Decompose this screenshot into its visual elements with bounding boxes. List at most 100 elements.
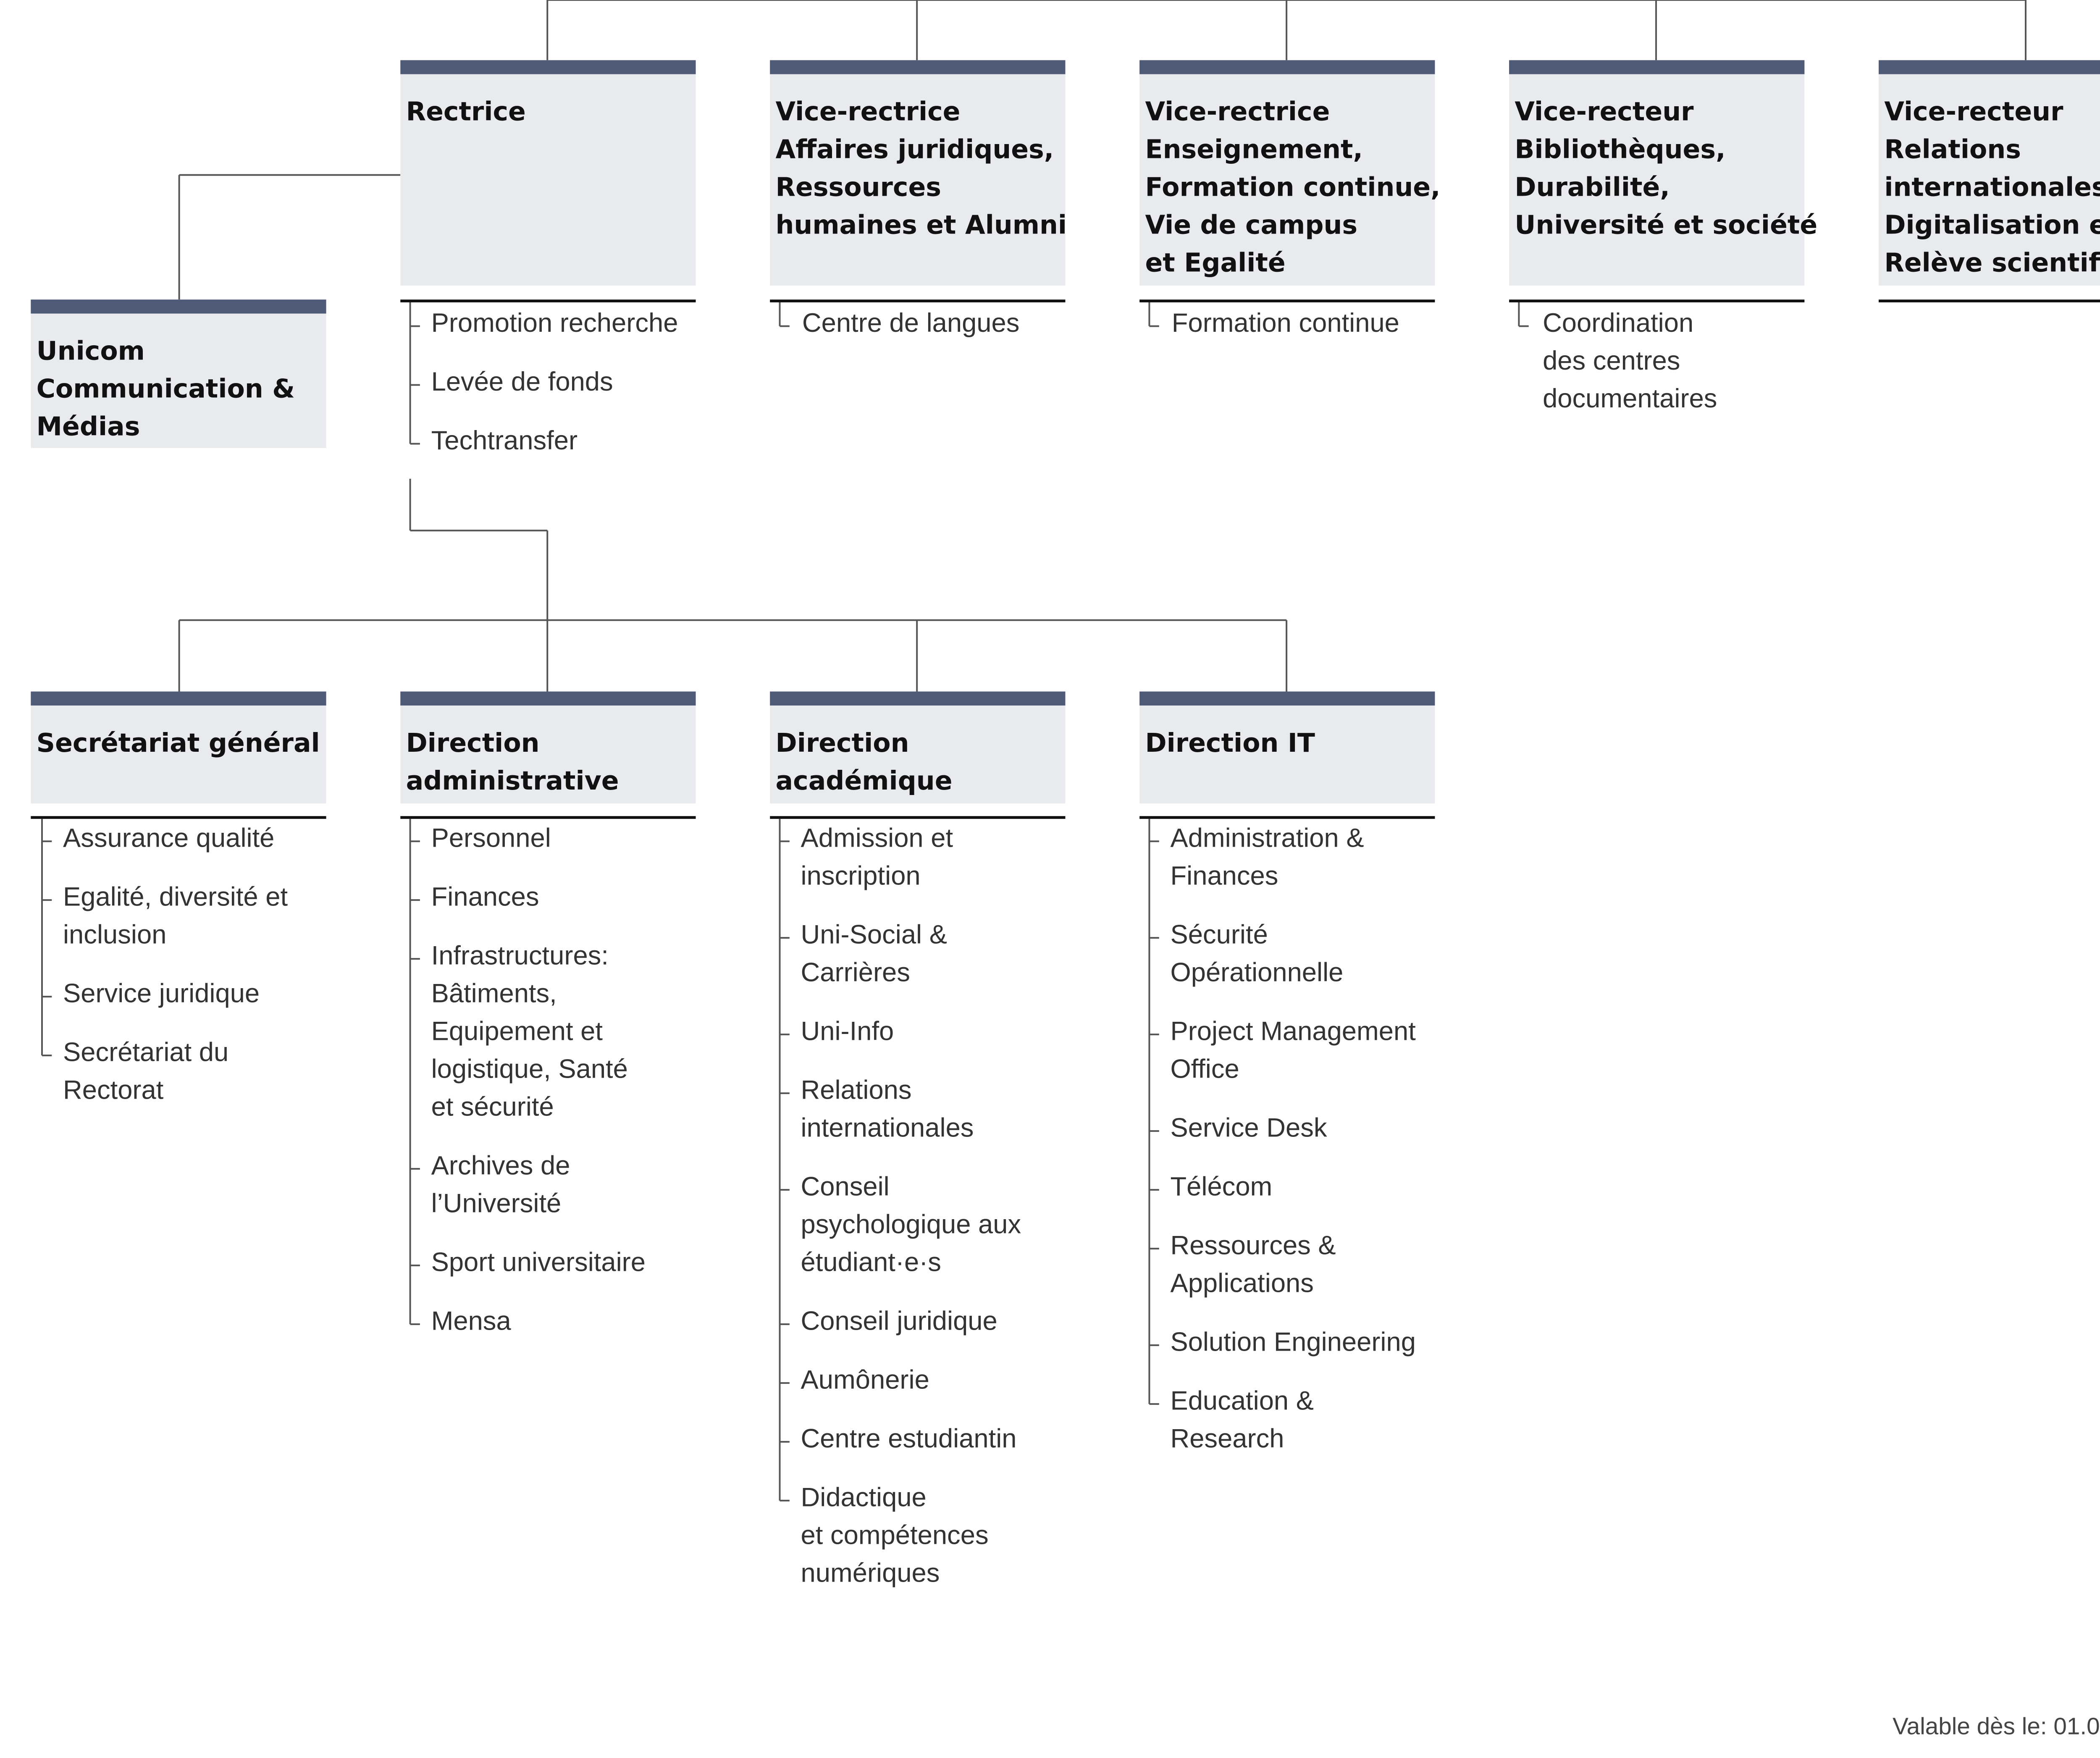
subunit-item: Infrastructures: Bâtiments, Equipement et l… <box>431 938 628 1127</box>
subunit-item: Archives de l’Université <box>431 1148 570 1223</box>
subunit-item: Coordination des centres documentaires <box>1543 305 1717 419</box>
unit-box-secretariat-general: Secrétariat général <box>31 691 326 804</box>
subunit-label-line: Solution Engineering <box>1170 1328 1416 1358</box>
unit-title-line: Digitalisation et <box>1884 211 2100 241</box>
unit-rule <box>1139 816 1435 819</box>
subunit-item: Solution Engineering <box>1170 1324 1415 1362</box>
subunit-item: Service Desk <box>1170 1110 1327 1148</box>
unit-title-line: académique <box>775 767 953 797</box>
subunit-item: Uni-Social &Carrières <box>801 917 947 992</box>
subunit-label-line: Service Desk <box>1170 1114 1327 1144</box>
unit-title-line: et Egalité <box>1145 249 1286 279</box>
unit-title-line: humaines et Alumni <box>775 211 1067 241</box>
subunit-label-line: des centres <box>1543 347 1680 377</box>
subunit-label-line: Personnel <box>431 824 551 854</box>
subunit-label-line: Centre de langues <box>802 309 1020 339</box>
subunit-item: Promotion recherche <box>431 305 678 343</box>
subunit-item: Centre de langues <box>802 305 1020 343</box>
subunit-label-line: Uni-Social & <box>801 921 947 951</box>
subunit-label-line: inscription <box>801 862 921 892</box>
unit-title-line: Direction IT <box>1145 729 1315 759</box>
subunit-label-line: Service juridique <box>63 980 260 1010</box>
subunit-item: Conseil juridique <box>801 1303 998 1341</box>
subunit-item: Télécom <box>1170 1169 1272 1207</box>
subunit-label-line: Aumônerie <box>801 1366 929 1396</box>
subunit-label-line: Sécurité <box>1170 921 1268 951</box>
subunit-label-line: Infrastructures: <box>431 942 609 972</box>
subunit-label-line: Finances <box>431 883 539 913</box>
subunit-item: Education &Research <box>1170 1383 1314 1459</box>
unit-title-line: Vie de campus <box>1145 211 1358 241</box>
unit-title-line: Vice-recteur <box>1884 98 2063 128</box>
subunit-item: Personnel <box>431 820 551 858</box>
subunit-item: Relations internationales <box>801 1072 974 1148</box>
unit-title-line: Médias <box>36 413 140 443</box>
subunit-label-line: Archives de <box>431 1152 570 1182</box>
subunit-label-line: Applications <box>1170 1270 1314 1299</box>
subunit-label-line: et sécurité <box>431 1093 554 1123</box>
subunit-item: Aumônerie <box>801 1362 929 1400</box>
subunit-label-line: et compétences <box>801 1522 989 1551</box>
subunit-label-line: l’Université <box>431 1190 562 1220</box>
unit-box-direction-academique: Direction académique <box>770 691 1066 804</box>
subunit-label-line: Admission et <box>801 824 953 854</box>
subunit-label-line: Egalité, diversité et <box>63 883 288 913</box>
subunit-label-line: Conseil <box>801 1173 890 1203</box>
unit-title-line: Unicom <box>36 337 145 367</box>
subunit-label-line: inclusion <box>63 921 167 951</box>
subunit-label-line: Ressources & <box>1170 1232 1336 1262</box>
subunit-label-line: Mensa <box>431 1307 511 1337</box>
unit-title-line: Vice-rectrice <box>775 98 961 128</box>
subunit-label-line: Secrétariat du <box>63 1039 229 1068</box>
subunit-item: Uni-Info <box>801 1013 894 1051</box>
subunit-label-line: Télécom <box>1170 1173 1273 1203</box>
unit-box-rectrice: Rectrice <box>400 60 696 286</box>
unit-title-line: Rectrice <box>406 98 526 128</box>
subunit-label-line: Sport universitaire <box>431 1249 646 1278</box>
subunit-label-line: Opérationnelle <box>1170 959 1344 989</box>
valid-from-date: Valable dès le: 01.02.2025 <box>1893 1713 2100 1740</box>
subunit-item: Ressources & Applications <box>1170 1228 1336 1303</box>
subunit-label-line: documentaires <box>1543 385 1717 415</box>
unit-box-direction-it: Direction IT <box>1139 691 1435 804</box>
unit-rule <box>770 299 1066 302</box>
subunit-label-line: Rectorat <box>63 1076 164 1106</box>
subunit-label-line: Coordination <box>1543 309 1694 339</box>
unit-title-line: Relations <box>1884 136 2021 165</box>
unit-rule <box>400 816 696 819</box>
subunit-item: Assurance qualité <box>63 820 274 858</box>
unit-rule <box>400 299 696 302</box>
unit-title-line: Direction <box>406 729 540 759</box>
subunit-label-line: Centre estudiantin <box>801 1425 1017 1455</box>
subunit-item: Administration &Finances <box>1170 820 1364 896</box>
unit-title-line: Université et société <box>1515 211 1818 241</box>
subunit-item: Formation continue <box>1172 305 1399 343</box>
subunit-label-line: internationales <box>801 1114 974 1144</box>
subunit-label-line: Bâtiments, <box>431 980 557 1010</box>
unit-title-line: Formation continue, <box>1145 173 1441 203</box>
unit-title-line: Secrétariat général <box>36 729 320 759</box>
unit-title-line: Direction <box>775 729 909 759</box>
subunit-label-line: Techtransfer <box>431 427 578 457</box>
subunit-label-line: Formation continue <box>1171 309 1399 339</box>
subunit-item: Techtransfer <box>431 423 578 461</box>
subunit-item: Secrétariat du Rectorat <box>63 1034 228 1110</box>
unit-rule <box>1139 299 1435 302</box>
subunit-label-line: Office <box>1170 1055 1239 1085</box>
unit-box-direction-administrative: Direction administrative <box>400 691 696 804</box>
unit-title-line: administrative <box>406 767 619 797</box>
unit-title-line: internationales, <box>1884 173 2100 203</box>
subunit-label-line: Equipement et <box>431 1018 603 1047</box>
subunit-label-line: psychologique aux <box>801 1211 1021 1241</box>
subunit-label-line: Relations <box>801 1076 912 1106</box>
subunit-label-line: logistique, Santé <box>431 1055 628 1085</box>
subunit-label-line: Assurance qualité <box>63 824 275 854</box>
unit-title-line: Vice-rectrice <box>1145 98 1330 128</box>
subunit-item: Centre estudiantin <box>801 1421 1017 1459</box>
subunit-label-line: Levée de fonds <box>431 368 613 398</box>
